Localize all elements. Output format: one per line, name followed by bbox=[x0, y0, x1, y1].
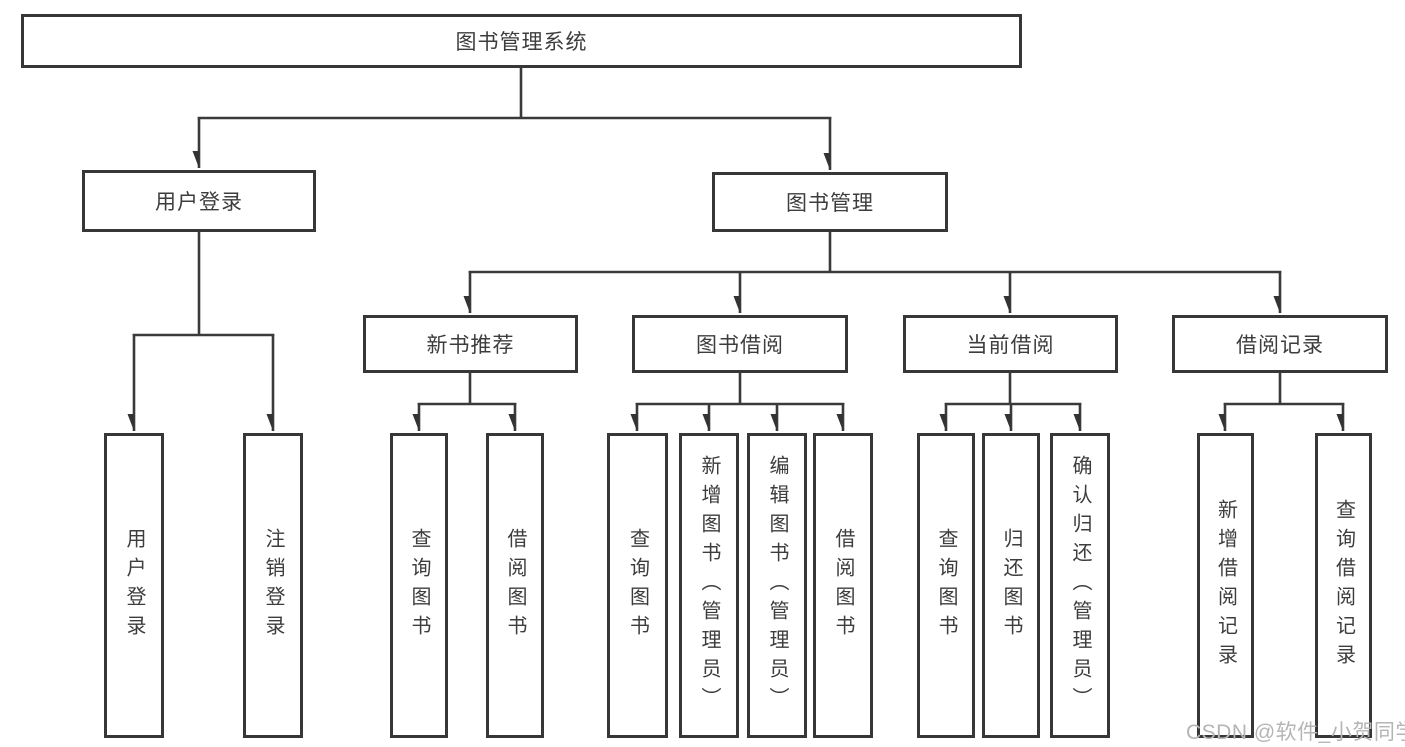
node-label: 图书借阅 bbox=[696, 334, 784, 357]
leaf-borrow-books-borrowing: 借阅图书 bbox=[813, 433, 873, 738]
node-label: 新增借阅记录 bbox=[1214, 498, 1237, 673]
node-label: 用户登录 bbox=[155, 191, 243, 214]
leaf-add-borrow-record: 新增借阅记录 bbox=[1197, 433, 1254, 738]
leaf-borrow-books-recommend: 借阅图书 bbox=[486, 433, 544, 738]
leaf-confirm-return-admin: 确认归还（管理员） bbox=[1050, 433, 1110, 738]
node-label: 当前借阅 bbox=[966, 334, 1055, 357]
node-label: 查询图书 bbox=[408, 527, 430, 644]
node-label: 注销登录 bbox=[262, 527, 284, 644]
leaf-logout: 注销登录 bbox=[243, 433, 303, 738]
node-label: 图书管理系统 bbox=[455, 31, 588, 54]
node-label: 新书推荐 bbox=[426, 334, 515, 357]
node-label: 确认归还（管理员） bbox=[1069, 455, 1091, 716]
node-current-borrowing: 当前借阅 bbox=[903, 315, 1118, 373]
leaf-return-books: 归还图书 bbox=[982, 433, 1040, 738]
node-user-login: 用户登录 bbox=[82, 170, 316, 232]
node-label: 图书管理 bbox=[786, 192, 874, 215]
node-label: 查询图书 bbox=[935, 527, 957, 644]
csdn-watermark: CSDN @软件_小贺同学 bbox=[1186, 721, 1405, 744]
leaf-edit-books-admin: 编辑图书（管理员） bbox=[747, 433, 807, 738]
node-borrow-records: 借阅记录 bbox=[1172, 315, 1388, 373]
leaf-user-login: 用户登录 bbox=[104, 433, 164, 738]
node-new-book-recommend: 新书推荐 bbox=[363, 315, 578, 373]
node-label: 编辑图书（管理员） bbox=[766, 455, 788, 716]
node-label: 借阅图书 bbox=[504, 527, 526, 644]
node-label: 用户登录 bbox=[123, 527, 145, 644]
node-book-borrowing: 图书借阅 bbox=[632, 315, 848, 373]
leaf-query-books-borrowing: 查询图书 bbox=[607, 433, 668, 738]
leaf-query-books-recommend: 查询图书 bbox=[390, 433, 448, 738]
node-label: 借阅记录 bbox=[1236, 334, 1324, 357]
leaf-query-books-current: 查询图书 bbox=[917, 433, 975, 738]
leaf-query-borrow-record: 查询借阅记录 bbox=[1315, 433, 1372, 738]
node-book-management: 图书管理 bbox=[712, 172, 948, 232]
node-library-system-root: 图书管理系统 bbox=[21, 14, 1022, 68]
node-label: 查询借阅记录 bbox=[1332, 498, 1355, 673]
node-label: 归还图书 bbox=[1000, 527, 1022, 644]
node-label: 查询图书 bbox=[626, 527, 649, 644]
node-label: 新增图书（管理员） bbox=[698, 455, 720, 716]
node-label: 借阅图书 bbox=[832, 527, 854, 644]
leaf-add-books-admin: 新增图书（管理员） bbox=[679, 433, 739, 738]
